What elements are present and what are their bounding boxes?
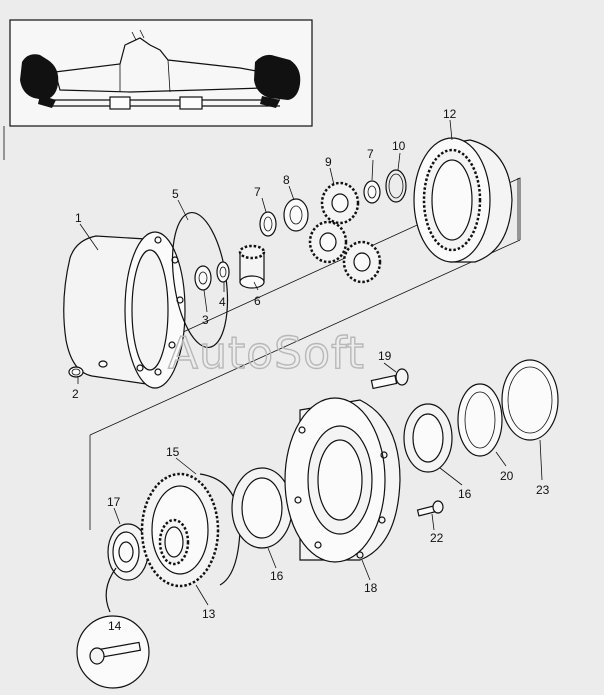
callout-19: 19 <box>378 349 392 363</box>
callout-3: 3 <box>202 313 209 327</box>
part-9-planet-gear <box>320 181 360 225</box>
axle-overview-inset <box>9 19 313 127</box>
callout-1: 1 <box>75 211 82 225</box>
part-10-snap-ring <box>385 169 407 203</box>
part-4-spacer <box>216 261 230 283</box>
callout-7-right: 7 <box>367 147 374 161</box>
planet-gear-lower <box>308 220 382 284</box>
callout-17: 17 <box>107 495 121 509</box>
part-14-bolt-detail <box>76 567 150 689</box>
part-7-circlip-right <box>363 180 381 204</box>
callout-7-left: 7 <box>254 185 261 199</box>
callout-20: 20 <box>500 469 514 483</box>
part-8-bearing <box>283 198 309 232</box>
part-7-circlip-left <box>259 211 277 237</box>
leader-lines <box>77 119 543 606</box>
callout-9: 9 <box>325 155 332 169</box>
callout-2: 2 <box>72 387 79 401</box>
part-18-wheel-hub <box>284 397 401 563</box>
callout-16-right: 16 <box>458 487 472 501</box>
part-13-drive-flange-gear <box>140 472 220 588</box>
callout-13: 13 <box>202 607 216 621</box>
callout-5: 5 <box>172 187 179 201</box>
callout-15: 15 <box>166 445 180 459</box>
callout-4: 4 <box>219 295 226 309</box>
part-2-plug <box>68 360 108 378</box>
callout-10: 10 <box>392 139 406 153</box>
callout-14: 14 <box>108 619 122 633</box>
part-17-hub-nut <box>107 523 149 581</box>
callouts: 1 2 3 4 5 6 7 7 8 9 10 12 13 14 15 16 16… <box>72 107 550 633</box>
part-23-oil-seal <box>501 359 559 441</box>
watermark: AutoSoft <box>168 328 365 379</box>
callout-22: 22 <box>430 531 444 545</box>
part-12-ring-gear <box>413 137 513 263</box>
part-3-thrust-washer <box>194 265 212 291</box>
callout-23: 23 <box>536 483 550 497</box>
part-16-bearing-left <box>231 467 293 549</box>
part-22-bolt <box>416 500 444 517</box>
part-6-sun-gear <box>238 244 266 289</box>
part-16-bearing-right <box>403 403 453 473</box>
part-20-seal-ring <box>457 383 503 457</box>
callout-18: 18 <box>364 581 378 595</box>
callout-8: 8 <box>283 173 290 187</box>
part-19-wheel-stud <box>370 368 409 390</box>
part-1-hub-cover <box>63 231 186 389</box>
callout-6: 6 <box>254 294 261 308</box>
callout-16-left: 16 <box>270 569 284 583</box>
callout-12: 12 <box>443 107 457 121</box>
assembly-guide-lines <box>89 177 521 530</box>
